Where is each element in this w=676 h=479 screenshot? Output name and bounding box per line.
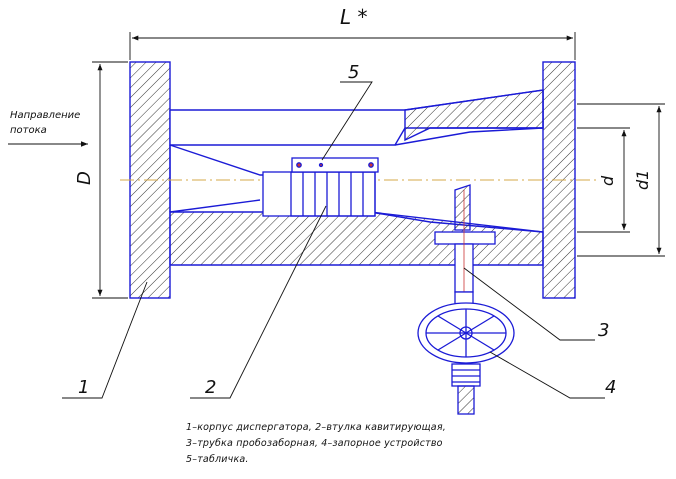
callout-2: 2 (205, 377, 216, 398)
legend-line-1: 1–корпус диспергатора, 2–втулка кавитиру… (186, 422, 446, 433)
leader-4 (489, 351, 605, 399)
label-outer-diameter: D (74, 171, 95, 185)
dimension-lines (92, 32, 665, 299)
leader-1 (62, 281, 148, 399)
legend-line-3: 5–табличка. (186, 454, 249, 465)
leader-3 (463, 267, 595, 341)
callout-5: 5 (348, 62, 359, 83)
cavitating-sleeve (262, 171, 376, 217)
legend: 1–корпус диспергатора, 2–втулка кавитиру… (186, 420, 586, 468)
nameplate (291, 157, 379, 173)
leader-lines (62, 81, 605, 399)
callout-3: 3 (598, 320, 609, 341)
callout-1: 1 (78, 377, 89, 398)
callout-4: 4 (605, 377, 616, 398)
flow-direction-line2: потока (10, 125, 47, 136)
label-flange-diameter: d1 (633, 170, 652, 190)
top-wall-hatch (404, 89, 544, 142)
legend-line-2: 3–трубка пробозаборная, 4–запорное устро… (186, 438, 443, 449)
flow-direction-line1: Направление (10, 110, 80, 121)
leader-5 (321, 81, 373, 161)
shutoff-device (417, 291, 515, 415)
leader-2 (190, 205, 327, 399)
sampling-tube (434, 184, 496, 293)
body-housing (129, 61, 576, 299)
label-length: L * (340, 5, 368, 29)
label-inner-diameter: d (598, 175, 617, 186)
